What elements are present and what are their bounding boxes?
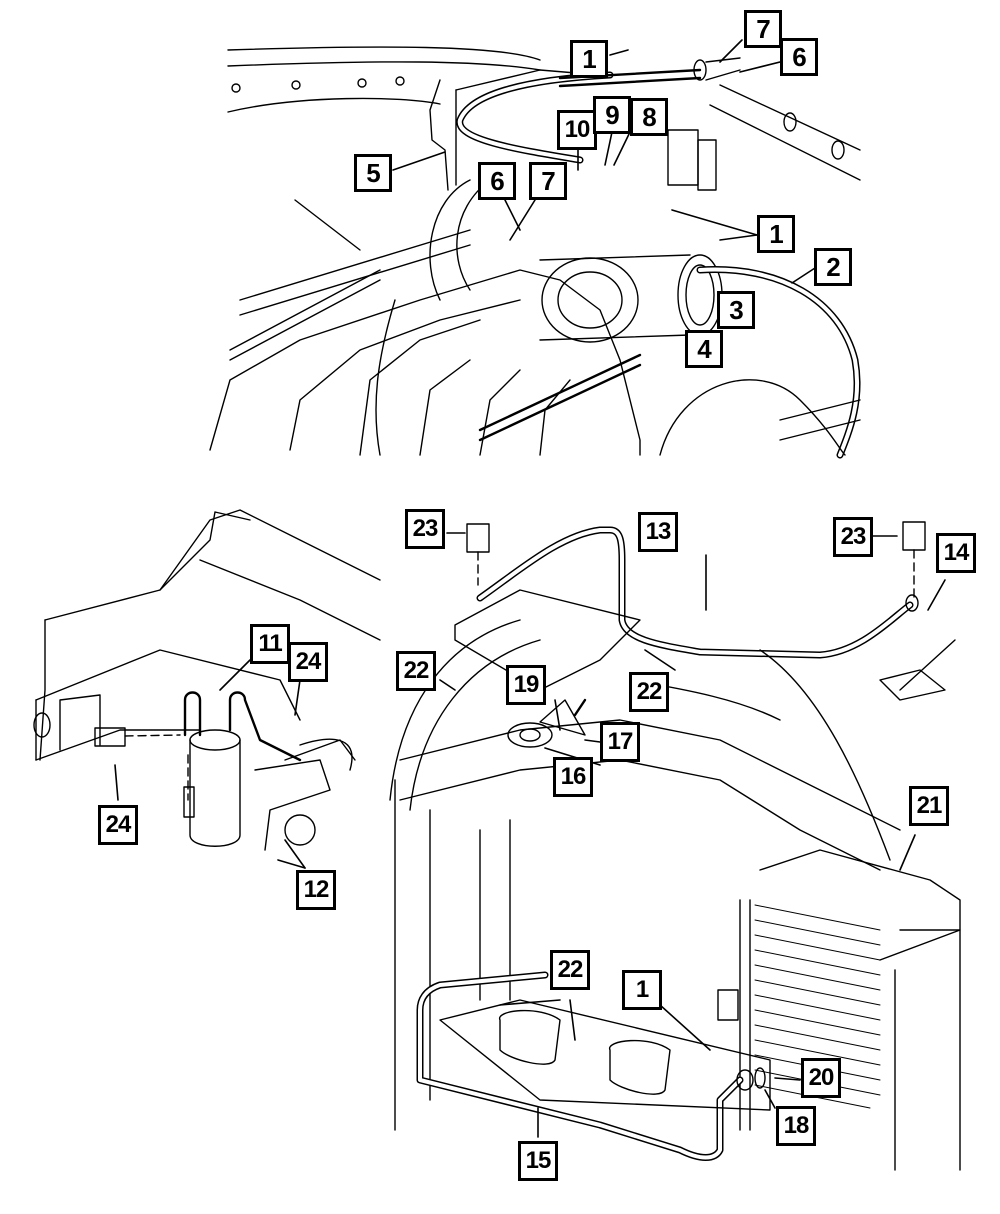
- callout-part-20: 20: [801, 1058, 841, 1098]
- callout-part-14: 14: [936, 533, 976, 573]
- callout-part-18: 18: [776, 1106, 816, 1146]
- callout-part-2: 2: [814, 248, 852, 286]
- callout-part-11: 11: [250, 624, 290, 664]
- callout-part-22: 22: [629, 672, 669, 712]
- callout-part-1: 1: [622, 970, 662, 1010]
- callout-part-6: 6: [780, 38, 818, 76]
- callout-part-9: 9: [593, 96, 631, 134]
- callout-part-7: 7: [529, 162, 567, 200]
- callout-part-5: 5: [354, 154, 392, 192]
- callout-part-22: 22: [396, 651, 436, 691]
- callout-part-19: 19: [506, 665, 546, 705]
- callout-part-10: 10: [557, 110, 597, 150]
- callout-part-1: 1: [570, 40, 608, 78]
- callout-part-12: 12: [296, 870, 336, 910]
- callout-part-3: 3: [717, 291, 755, 329]
- callout-part-4: 4: [685, 330, 723, 368]
- callout-part-24: 24: [288, 642, 328, 682]
- callout-part-24: 24: [98, 805, 138, 845]
- callout-part-23: 23: [405, 509, 445, 549]
- callout-part-13: 13: [638, 512, 678, 552]
- front-end-view: [389, 521, 961, 1171]
- callout-part-22: 22: [550, 950, 590, 990]
- callout-part-21: 21: [909, 786, 949, 826]
- callout-part-1: 1: [757, 215, 795, 253]
- callout-part-8: 8: [630, 98, 668, 136]
- callout-part-7: 7: [744, 10, 782, 48]
- accumulator-view: [33, 509, 381, 869]
- callout-part-16: 16: [553, 757, 593, 797]
- callout-part-6: 6: [478, 162, 516, 200]
- callout-part-23: 23: [833, 517, 873, 557]
- callout-part-15: 15: [518, 1141, 558, 1181]
- callout-part-17: 17: [600, 722, 640, 762]
